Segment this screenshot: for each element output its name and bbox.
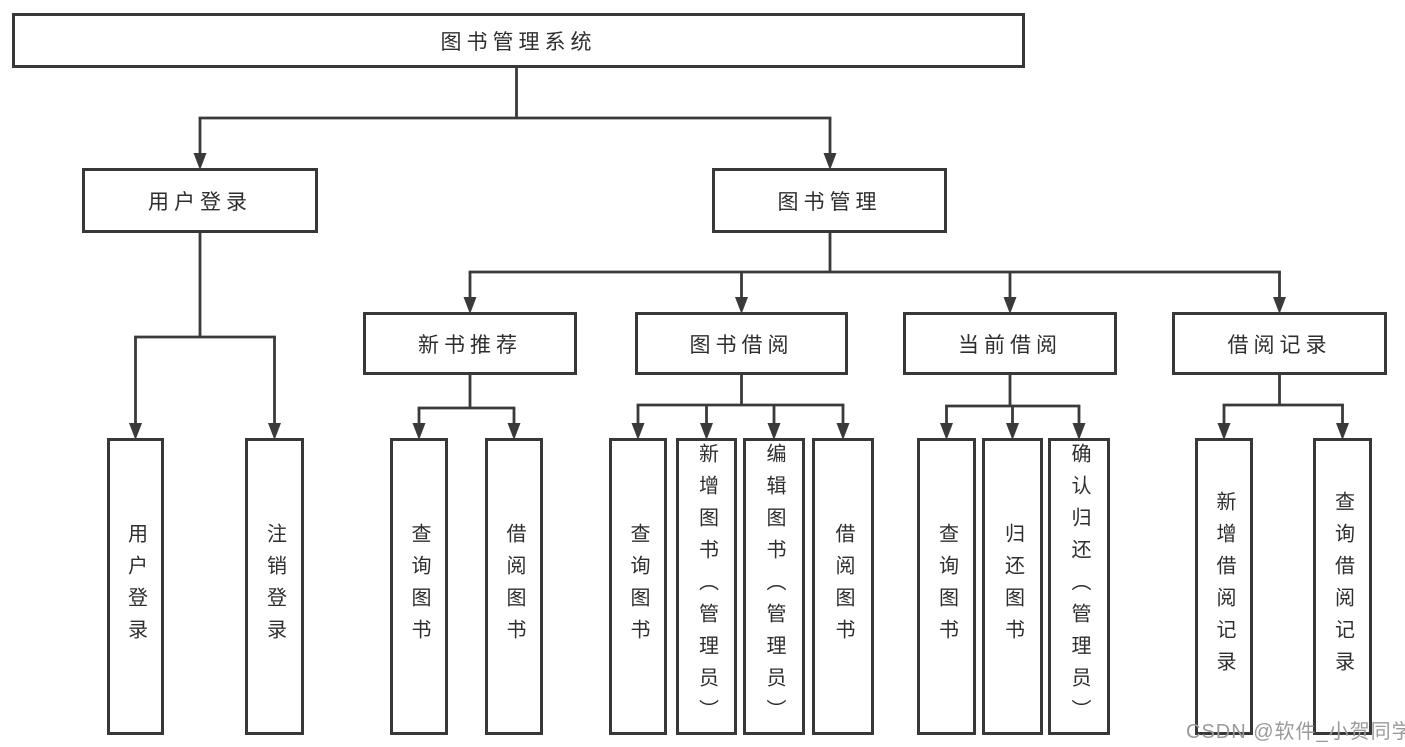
node-book-management-label: 图书管理 [777,190,882,214]
leaf-borrow-books: 借阅图书 [812,438,874,735]
connector-borrowing-records-to-leaves [1217,375,1349,440]
csdn-watermark: CSDN @软件_小贺同学 [1186,721,1405,743]
leaf-edit-books-admin: 编辑图书（管理员） [743,438,805,735]
leaf-borrow-books-label: 借阅图书 [832,522,854,651]
connector-root-to-level2 [193,68,837,170]
leaf-query-books-borrow: 查询图书 [609,438,667,735]
leaf-query-books-current-label: 查询图书 [935,522,958,651]
node-current-borrowing-label: 当前借阅 [958,333,1062,357]
node-book-borrowing-label: 图书借阅 [689,333,794,357]
connector-book-management-to-level3 [463,233,1286,314]
leaf-logout-label: 注销登录 [263,522,286,651]
leaf-user-login: 用户登录 [107,438,164,735]
node-new-book-recommend: 新书推荐 [363,312,577,375]
leaf-query-books-current: 查询图书 [917,438,976,735]
connector-book-borrowing-to-leaves [631,375,850,440]
leaf-edit-books-admin-label: 编辑图书（管理员） [763,442,785,731]
node-user-login: 用户登录 [82,168,318,233]
node-user-login-label: 用户登录 [148,190,252,214]
leaf-confirm-return-admin: 确认归还（管理员） [1048,438,1110,735]
leaf-query-books-recommend-label: 查询图书 [408,522,430,651]
connector-current-borrowing-to-leaves [940,375,1086,440]
node-root-library-management-system: 图书管理系统 [12,13,1025,68]
node-new-book-recommend-label: 新书推荐 [418,333,522,357]
leaf-query-borrow-record-label: 查询借阅记录 [1331,490,1354,683]
connector-user-login-to-leaves [129,233,281,440]
leaf-query-borrow-record: 查询借阅记录 [1313,438,1372,735]
node-borrowing-records-label: 借阅记录 [1227,333,1332,357]
leaf-borrow-books-recommend: 借阅图书 [485,438,543,735]
connector-new-book-recommend-to-leaves [412,375,521,440]
leaf-add-books-admin-label: 新增图书（管理员） [695,442,718,731]
leaf-add-books-admin: 新增图书（管理员） [676,438,737,735]
leaf-borrow-books-recommend-label: 借阅图书 [503,522,525,651]
node-current-borrowing: 当前借阅 [903,312,1117,375]
leaf-query-books-recommend: 查询图书 [390,438,448,735]
node-book-management: 图书管理 [712,168,947,233]
node-root-label: 图书管理系统 [440,30,597,54]
leaf-return-books: 归还图书 [982,438,1043,735]
leaf-logout: 注销登录 [245,438,304,735]
node-book-borrowing: 图书借阅 [635,312,848,375]
leaf-confirm-return-admin-label: 确认归还（管理员） [1068,442,1090,731]
leaf-query-books-borrow-label: 查询图书 [627,522,649,651]
leaf-return-books-label: 归还图书 [1001,522,1024,651]
leaf-user-login-label: 用户登录 [124,522,147,651]
leaf-add-borrow-record: 新增借阅记录 [1195,438,1253,735]
leaf-add-borrow-record-label: 新增借阅记录 [1213,490,1235,683]
node-borrowing-records: 借阅记录 [1172,312,1387,375]
